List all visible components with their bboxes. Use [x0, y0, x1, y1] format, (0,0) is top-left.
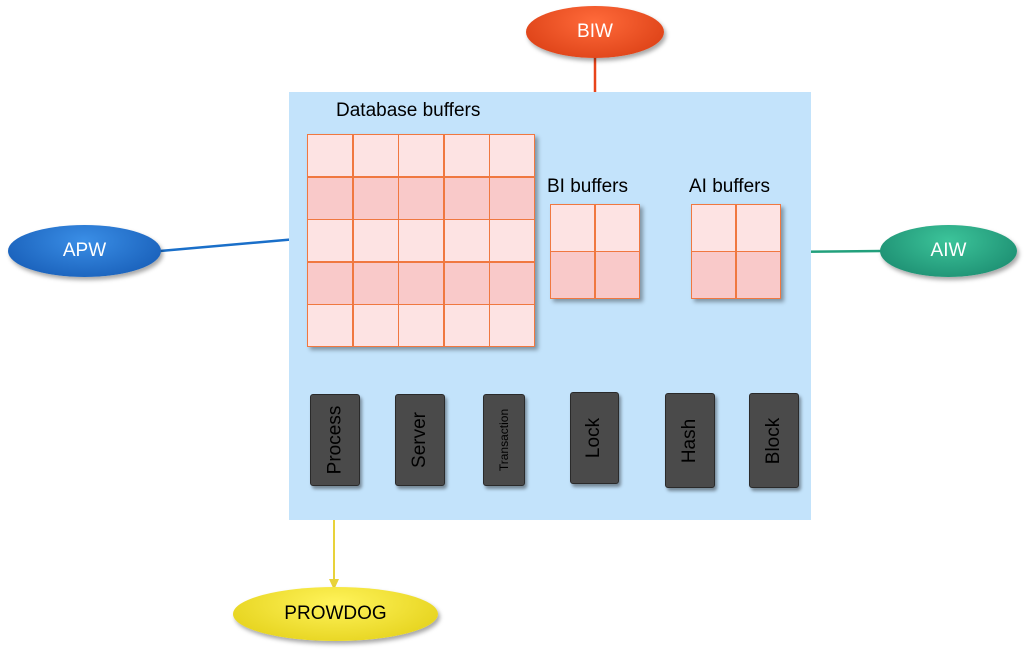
buffer-cell [692, 205, 736, 251]
aiw-oval: AIW [880, 225, 1017, 277]
buffer-cell [490, 262, 534, 304]
buffer-cell [353, 220, 398, 261]
buffer-cell [444, 135, 489, 176]
latch-block: Block [749, 393, 799, 488]
prowdog-arrow-down-icon [329, 579, 339, 590]
biw-oval: BIW [526, 6, 664, 58]
buffer-cell [399, 262, 443, 304]
buffer-cell [399, 305, 443, 346]
buffer-cell [595, 205, 639, 251]
apw-oval: APW [8, 225, 161, 277]
latch-label: Block [763, 417, 784, 464]
buffer-cell [595, 252, 639, 298]
buffer-cell [444, 305, 489, 346]
latch-lock: Lock [570, 392, 619, 484]
buffer-cell [353, 135, 398, 176]
buffer-cell [444, 262, 489, 304]
latch-server: Server [395, 394, 445, 486]
buffer-cell [308, 135, 352, 176]
buffer-cell [308, 220, 352, 261]
database-buffers-grid [307, 134, 535, 347]
latch-hash: Hash [665, 393, 715, 488]
buffer-cell [353, 305, 398, 346]
ai-buffers-grid [691, 204, 781, 299]
buffer-cell [490, 305, 534, 346]
buffer-cell [736, 205, 780, 251]
buffer-cell [444, 220, 489, 261]
bi-buffers-label: BI buffers [547, 176, 628, 197]
buffer-cell [490, 177, 534, 219]
buffer-cell [399, 135, 443, 176]
latch-transaction: Transaction [483, 394, 525, 486]
buffer-cell [308, 177, 352, 219]
buffer-cell [353, 262, 398, 304]
buffer-cell [551, 252, 595, 298]
buffer-cell [399, 177, 443, 219]
buffer-cell [353, 177, 398, 219]
buffer-cell [692, 252, 736, 298]
buffer-cell [490, 135, 534, 176]
buffer-cell [490, 220, 534, 261]
ai-buffers-label: AI buffers [689, 176, 770, 197]
database-buffers-label: Database buffers [336, 100, 481, 121]
latch-process: Process [310, 394, 360, 486]
apw-connector [159, 236, 309, 253]
latch-label: Hash [678, 418, 700, 463]
buffer-cell [308, 262, 352, 304]
bi-buffers-grid [550, 204, 640, 299]
buffer-cell [399, 220, 443, 261]
latch-label: Lock [583, 417, 605, 459]
buffer-cell [736, 252, 780, 298]
buffer-cell [551, 205, 595, 251]
buffer-cell [444, 177, 489, 219]
prowdog-oval: PROWDOG [233, 587, 438, 641]
latch-label: Transaction [497, 408, 511, 472]
latch-label: Process [324, 405, 346, 475]
buffer-cell [308, 305, 352, 346]
latch-label: Server [409, 412, 430, 468]
